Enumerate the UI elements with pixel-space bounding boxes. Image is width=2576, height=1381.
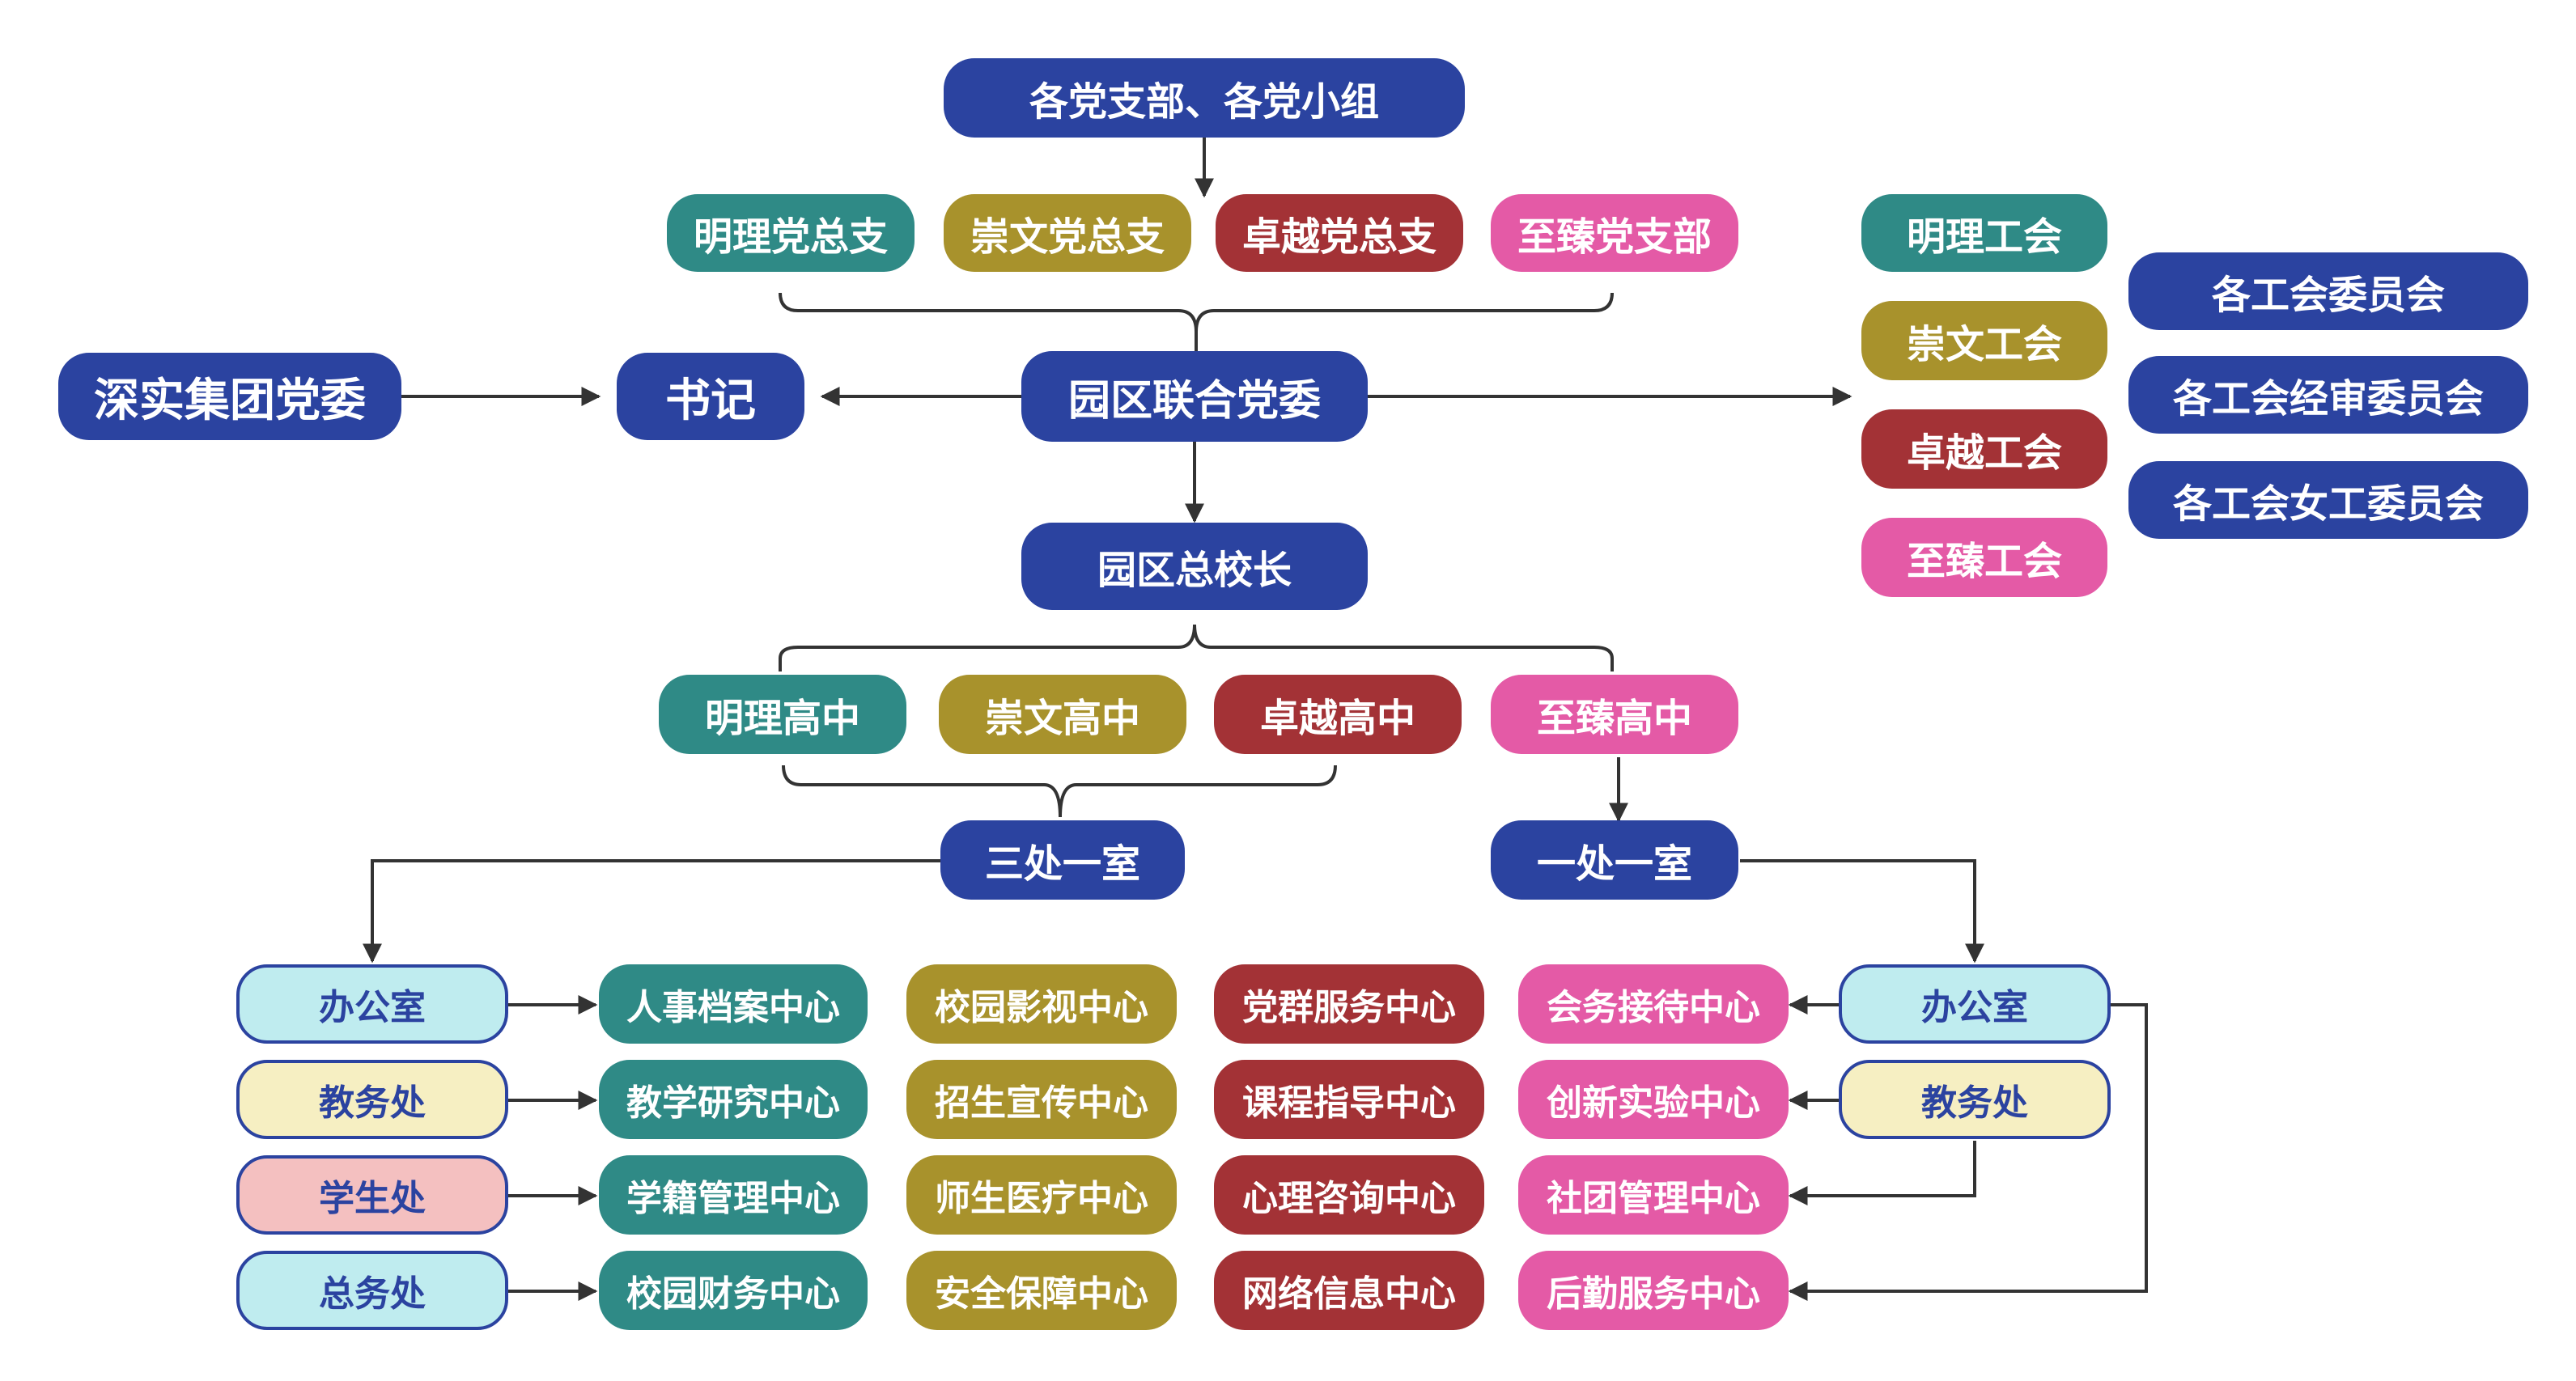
union-zhuoyue-node: 卓越工会 bbox=[1861, 409, 2107, 489]
branch-chongwen-node: 崇文党总支 bbox=[944, 194, 1191, 272]
arrow-one-office bbox=[1740, 859, 1984, 964]
center-innovation-lab-node: 创新实验中心 bbox=[1518, 1060, 1789, 1139]
group-committee-node: 深实集团党委 bbox=[58, 353, 401, 440]
center-reception-node: 会务接待中心 bbox=[1518, 964, 1789, 1044]
center-admissions-node: 招生宣传中心 bbox=[906, 1060, 1177, 1139]
party-branches-group-node: 各党支部、各党小组 bbox=[944, 58, 1465, 138]
secretary-node: 书记 bbox=[617, 353, 804, 440]
union-zhizhen-node: 至臻工会 bbox=[1861, 518, 2107, 597]
center-party-service-node: 党群服务中心 bbox=[1214, 964, 1484, 1044]
right-office-admin-node: 办公室 bbox=[1839, 964, 2111, 1044]
principal-node: 园区总校长 bbox=[1021, 523, 1368, 610]
park-committee-node: 园区联合党委 bbox=[1021, 351, 1368, 442]
brace-party-branches bbox=[779, 292, 1614, 333]
union-audit-committee-node: 各工会经审委员会 bbox=[2128, 356, 2528, 434]
school-mingli-node: 明理高中 bbox=[659, 675, 906, 754]
center-counseling-node: 心理咨询中心 bbox=[1214, 1155, 1484, 1235]
union-mingli-node: 明理工会 bbox=[1861, 194, 2107, 272]
left-office-admin-node: 办公室 bbox=[236, 964, 508, 1044]
left-office-student-node: 学生处 bbox=[236, 1155, 508, 1235]
brace-schools bbox=[779, 624, 1614, 671]
three-office-node: 三处一室 bbox=[940, 820, 1185, 900]
center-medical-node: 师生医疗中心 bbox=[906, 1155, 1177, 1235]
union-women-committee-node: 各工会女工委员会 bbox=[2128, 461, 2528, 539]
center-finance-node: 校园财务中心 bbox=[599, 1251, 868, 1330]
brace-three-schools bbox=[782, 765, 1337, 818]
branch-zhuoyue-node: 卓越党总支 bbox=[1216, 194, 1463, 272]
school-zhuoyue-node: 卓越高中 bbox=[1214, 675, 1462, 754]
school-zhizhen-node: 至臻高中 bbox=[1491, 675, 1738, 754]
center-clubs-node: 社团管理中心 bbox=[1518, 1155, 1789, 1235]
arrow-three-office bbox=[363, 859, 944, 964]
one-office-node: 一处一室 bbox=[1491, 820, 1738, 900]
branch-mingli-node: 明理党总支 bbox=[667, 194, 915, 272]
center-personnel-node: 人事档案中心 bbox=[599, 964, 868, 1044]
center-network-node: 网络信息中心 bbox=[1214, 1251, 1484, 1330]
union-committee-node: 各工会委员会 bbox=[2128, 252, 2528, 330]
center-media-node: 校园影视中心 bbox=[906, 964, 1177, 1044]
center-logistics-node: 后勤服务中心 bbox=[1518, 1251, 1789, 1330]
center-enrollment-records-node: 学籍管理中心 bbox=[599, 1155, 868, 1235]
branch-zhizhen-node: 至臻党支部 bbox=[1491, 194, 1738, 272]
center-teaching-research-node: 教学研究中心 bbox=[599, 1060, 868, 1139]
union-chongwen-node: 崇文工会 bbox=[1861, 301, 2107, 380]
left-office-academic-node: 教务处 bbox=[236, 1060, 508, 1139]
center-safety-node: 安全保障中心 bbox=[906, 1251, 1177, 1330]
right-office-academic-node: 教务处 bbox=[1839, 1060, 2111, 1139]
left-office-general-node: 总务处 bbox=[236, 1251, 508, 1330]
school-chongwen-node: 崇文高中 bbox=[939, 675, 1186, 754]
center-curriculum-node: 课程指导中心 bbox=[1214, 1060, 1484, 1139]
